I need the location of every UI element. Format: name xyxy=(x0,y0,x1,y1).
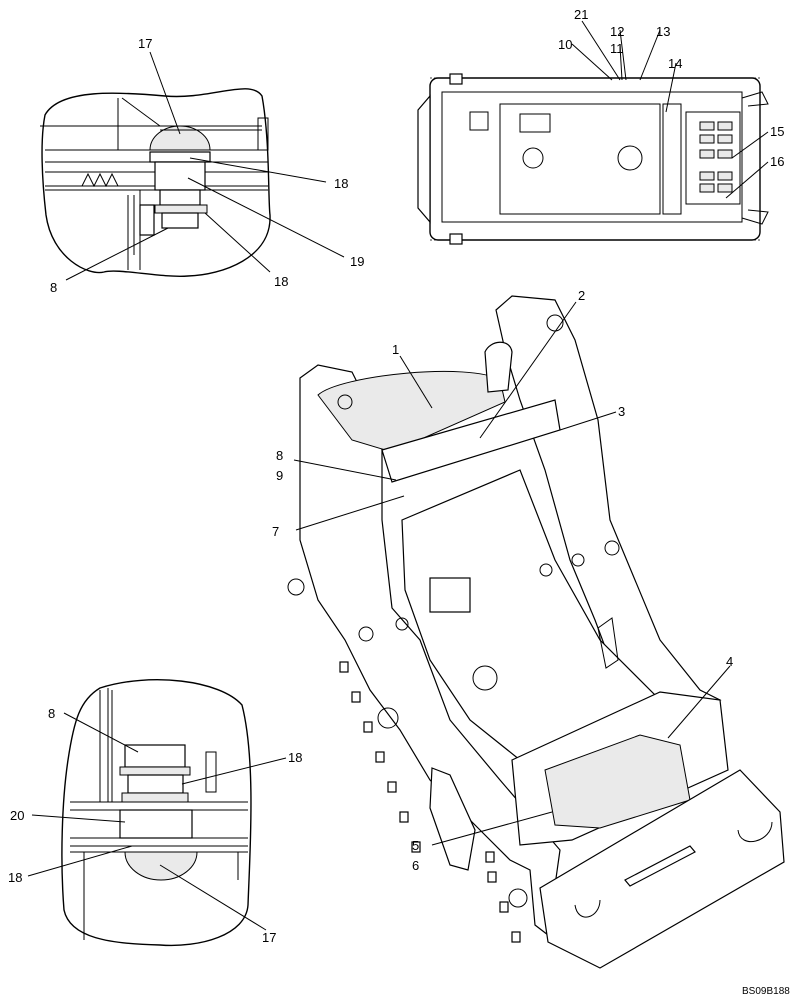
callout-6: 6 xyxy=(412,858,419,873)
callout-3: 3 xyxy=(618,404,625,419)
callout-labels: 17 18 19 8 18 8 18 20 18 17 1 2 3 4 5 6 … xyxy=(8,7,790,997)
callout-8-bottom: 8 xyxy=(48,706,55,721)
detail-view-top-left xyxy=(40,88,271,277)
leader-lines xyxy=(27,20,769,931)
callout-18-bottom-a: 18 xyxy=(288,750,302,765)
callout-19: 19 xyxy=(350,254,364,269)
callout-8: 8 xyxy=(276,448,283,463)
plan-panel-grid xyxy=(699,121,733,193)
callout-16: 16 xyxy=(770,154,784,169)
callout-18-top-a: 18 xyxy=(334,176,348,191)
callout-2: 2 xyxy=(578,288,585,303)
callout-17-bottom: 17 xyxy=(262,930,276,945)
callout-5: 5 xyxy=(412,838,419,853)
stud-column xyxy=(339,661,521,943)
callout-18-top-b: 18 xyxy=(274,274,288,289)
callout-18-bottom-b: 18 xyxy=(8,870,22,885)
callout-10: 10 xyxy=(558,37,572,52)
callout-21: 21 xyxy=(574,7,588,22)
callout-12: 12 xyxy=(610,24,624,39)
callout-15: 15 xyxy=(770,124,784,139)
plan-view-top-right xyxy=(417,73,769,245)
callout-9: 9 xyxy=(276,468,283,483)
callout-13: 13 xyxy=(656,24,670,39)
callout-14: 14 xyxy=(668,56,682,71)
detail-view-bottom-left xyxy=(61,679,252,947)
callout-7: 7 xyxy=(272,524,279,539)
callout-17-top: 17 xyxy=(138,36,152,51)
drawing-code: BS09B188 xyxy=(742,986,790,997)
callout-4: 4 xyxy=(726,654,733,669)
main-chassis-frame xyxy=(287,295,785,969)
callout-20: 20 xyxy=(10,808,24,823)
callout-11: 11 xyxy=(610,41,624,56)
callout-1: 1 xyxy=(392,342,399,357)
callout-8-top: 8 xyxy=(50,280,57,295)
